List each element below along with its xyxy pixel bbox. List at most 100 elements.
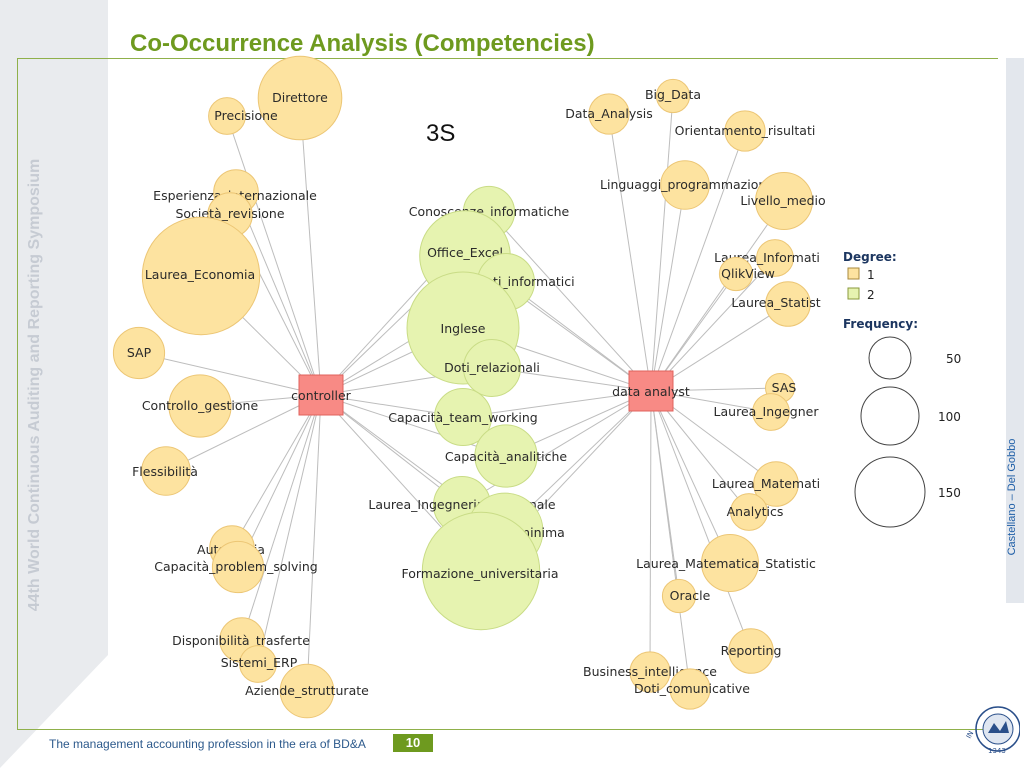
legend-frequency-150-label: 150 — [938, 486, 961, 500]
node-circle-orientamento_risultati — [724, 110, 766, 152]
legend-degree-2-label: 2 — [867, 288, 875, 302]
edge-controller-sistemi_erp — [257, 394, 322, 665]
edge-controller-autonomia — [231, 394, 322, 549]
node-label-inglese: Inglese — [441, 321, 486, 336]
node-flessibilita: Flessibilità — [132, 446, 198, 496]
edge-data_analyst-capacita_team_working — [462, 390, 652, 418]
svg-text:1343: 1343 — [988, 747, 1006, 755]
node-orientamento_risultati: Orientamento_risultati — [675, 110, 815, 152]
node-controllo_gestione: Controllo_gestione — [142, 374, 258, 438]
node-label-capacita_analitiche: Capacità_analitiche — [445, 449, 567, 464]
legend-frequency-title: Frequency: — [843, 317, 918, 331]
node-circle-linguaggi_programmazione — [660, 160, 710, 210]
node-circle-livello_medio — [755, 172, 813, 230]
legend: Degree: 1 2 Frequency: 50 100 150 — [843, 250, 961, 528]
node-label-qlikview: QlikView — [721, 266, 775, 281]
hub-box-controller — [298, 374, 344, 416]
node-label-sas: SAS — [772, 380, 797, 395]
node-label-direttore: Direttore — [272, 90, 328, 105]
edge-data_analyst-orientamento_risultati — [650, 130, 746, 392]
edge-controller-precisione — [226, 115, 322, 396]
right-decorative-band — [1006, 58, 1024, 603]
legend-degree-1-swatch — [847, 267, 860, 280]
node-capacita_analitiche: Capacità_analitiche — [445, 424, 567, 488]
frame-top-line — [17, 58, 998, 59]
node-circle-data_analysis — [588, 93, 630, 135]
node-direttore: Direttore — [257, 55, 343, 141]
node-precisione: Precisione — [208, 97, 278, 135]
svg-text:IN: IN — [965, 730, 976, 740]
node-circle-sistemi_erp — [239, 645, 277, 683]
edge-data_analyst-strumenti_informatici — [505, 281, 652, 392]
edge-controller-esperienza_internazionale — [235, 191, 322, 396]
node-label-aziende_strutturate: Aziende_strutturate — [245, 683, 369, 698]
edge-data_analyst-laurea_ingegneria_gestionale — [461, 390, 652, 506]
node-circle-laurea_matematica — [753, 461, 799, 507]
node-circle-doti_comunicative — [669, 668, 711, 710]
node-livello_medio: Livello_medio — [740, 172, 826, 230]
node-circle-laurea_statistica — [765, 281, 811, 327]
footer-text: The management accounting profession in … — [49, 737, 366, 751]
node-label-livello_medio: Livello_medio — [740, 193, 825, 208]
edge-data_analyst-laurea_informatica — [650, 257, 776, 392]
node-label-doti_comunicative: Doti_comunicative — [634, 681, 750, 696]
node-circle-big_data — [655, 78, 691, 114]
university-seal-logo: IN 1343 — [965, 706, 1020, 755]
node-label-oracle: Oracle — [670, 588, 711, 603]
node-circle-laurea_economia — [141, 216, 261, 336]
legend-frequency-100-circle — [860, 386, 920, 446]
node-circle-reporting — [728, 628, 774, 674]
edge-data_analyst-linguaggi_programmazione — [650, 184, 686, 392]
edge-controller-direttore — [299, 97, 322, 396]
node-laurea_ingegneria: Laurea_Ingegner — [714, 393, 819, 431]
legend-degree-2-swatch — [847, 287, 860, 300]
left-decorative-band — [0, 0, 108, 768]
node-doti_comunicative: Doti_comunicative — [634, 668, 750, 710]
hub-box-data_analyst — [628, 370, 674, 412]
node-circle-controllo_gestione — [168, 374, 232, 438]
node-laurea_statistica: Laurea_Statist — [731, 281, 821, 327]
node-circle-direttore — [257, 55, 343, 141]
node-label-conoscenze_informatiche: Conoscenze_informatiche — [409, 204, 570, 219]
nodes: DirettorePrecisioneEsperienza_internazio… — [112, 55, 826, 719]
node-sistemi_erp: Sistemi_ERP — [221, 645, 298, 683]
node-circle-oracle — [661, 578, 697, 614]
node-label-big_data: Big_Data — [645, 87, 701, 102]
node-label-data_analysis: Data_Analysis — [565, 106, 653, 121]
node-qlikview: QlikView — [718, 256, 775, 292]
node-circle-qlikview — [718, 256, 754, 292]
node-formazione_universitaria: Formazione_universitaria — [401, 511, 559, 631]
node-circle-capacita_problem_solving — [211, 540, 265, 594]
frame-bottom-line — [17, 729, 998, 730]
node-circle-flessibilita — [141, 446, 191, 496]
node-label-capacita_problem_solving: Capacità_problem_solving — [154, 559, 317, 574]
node-laurea_economia: Laurea_Economia — [141, 216, 261, 336]
node-label-formazione_universitaria: Formazione_universitaria — [401, 566, 558, 581]
node-sap: SAP — [112, 326, 166, 380]
node-label-flessibilita: Flessibilità — [132, 464, 198, 479]
node-big_data: Big_Data — [645, 78, 701, 114]
node-label-laurea_matematica_statistica: Laurea_Matematica_Statistic — [636, 556, 816, 571]
node-capacita_team_working: Capacità_team_working — [388, 388, 538, 446]
node-label-laurea_economia: Laurea_Economia — [145, 267, 255, 282]
node-laurea_matematica: Laurea_Matemati — [712, 461, 820, 507]
node-circle-precisione — [208, 97, 246, 135]
edge-data_analyst-reporting — [650, 390, 752, 652]
frame-left-line — [17, 58, 18, 730]
node-label-doti_relazionali: Doti_relazionali — [444, 360, 540, 375]
legend-frequency-100-label: 100 — [938, 410, 961, 424]
node-label-linguaggi_programmazione: Linguaggi_programmazione — [600, 177, 774, 192]
node-analytics: Analytics — [727, 493, 783, 531]
node-laurea_matematica_statistica: Laurea_Matematica_Statistic — [636, 534, 816, 592]
edge-data_analyst-laurea_matematica_statistica — [650, 390, 731, 564]
edge-controller-laurea_ingegneria_gestionale — [320, 394, 463, 506]
node-circle-analytics — [730, 493, 768, 531]
node-circle-capacita_team_working — [434, 388, 492, 446]
hub-label-data_analyst: data analyst — [612, 384, 690, 399]
node-reporting: Reporting — [721, 628, 781, 674]
legend-frequency-150-circle — [854, 456, 926, 528]
edge-data_analyst-conoscenze_informatiche — [488, 211, 652, 392]
edge-data_analyst-big_data — [650, 95, 674, 392]
